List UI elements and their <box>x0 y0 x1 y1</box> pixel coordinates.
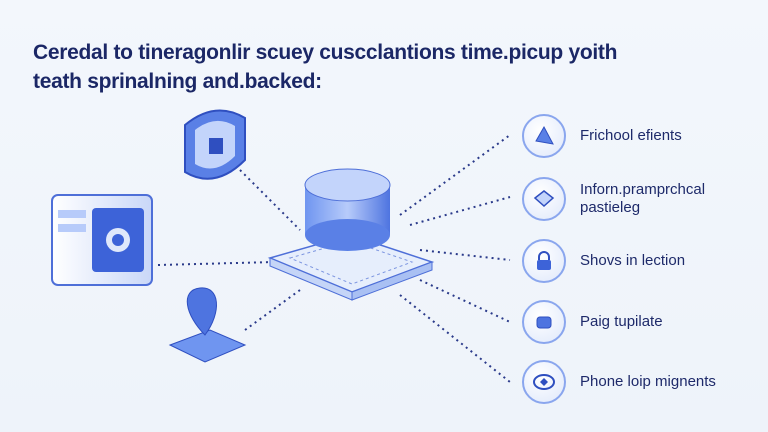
list-item-label: Phone loip mignents <box>580 373 716 390</box>
platform <box>267 234 435 301</box>
list-item-5: Phone loip mignents <box>522 360 716 404</box>
list-item-label: Paig tupilate <box>580 313 663 330</box>
connector-lines <box>157 134 511 383</box>
list-item-label: Inforn.pramprchcal pastieleg <box>580 181 706 216</box>
computer-device-icon <box>51 194 153 286</box>
device-icon <box>522 300 566 344</box>
headline-line-1: Ceredal to tineragonlir scuey cuscclanti… <box>33 41 618 64</box>
box-icon <box>522 177 566 221</box>
list-item-2: Inforn.pramprchcal pastieleg <box>522 177 740 221</box>
database-cylinder-icon <box>304 168 391 251</box>
headline-line-2: teath sprinalning and.backed: <box>33 70 322 93</box>
list-item-1: Frichool efients <box>522 114 682 158</box>
shield-icon <box>184 109 246 180</box>
list-item-label: Shovs in lection <box>580 252 686 269</box>
list-item-4: Paig tupilate <box>522 300 663 344</box>
location-pin-icon <box>168 287 247 363</box>
list-item-3: Shovs in lection <box>522 239 685 283</box>
chip-icon <box>522 360 566 404</box>
lock-icon <box>522 239 566 283</box>
list-item-label: Frichool efients <box>580 127 682 144</box>
triangle-icon <box>522 114 566 158</box>
headline: Ceredal to tineragonlir scuey cuscclanti… <box>33 38 733 96</box>
